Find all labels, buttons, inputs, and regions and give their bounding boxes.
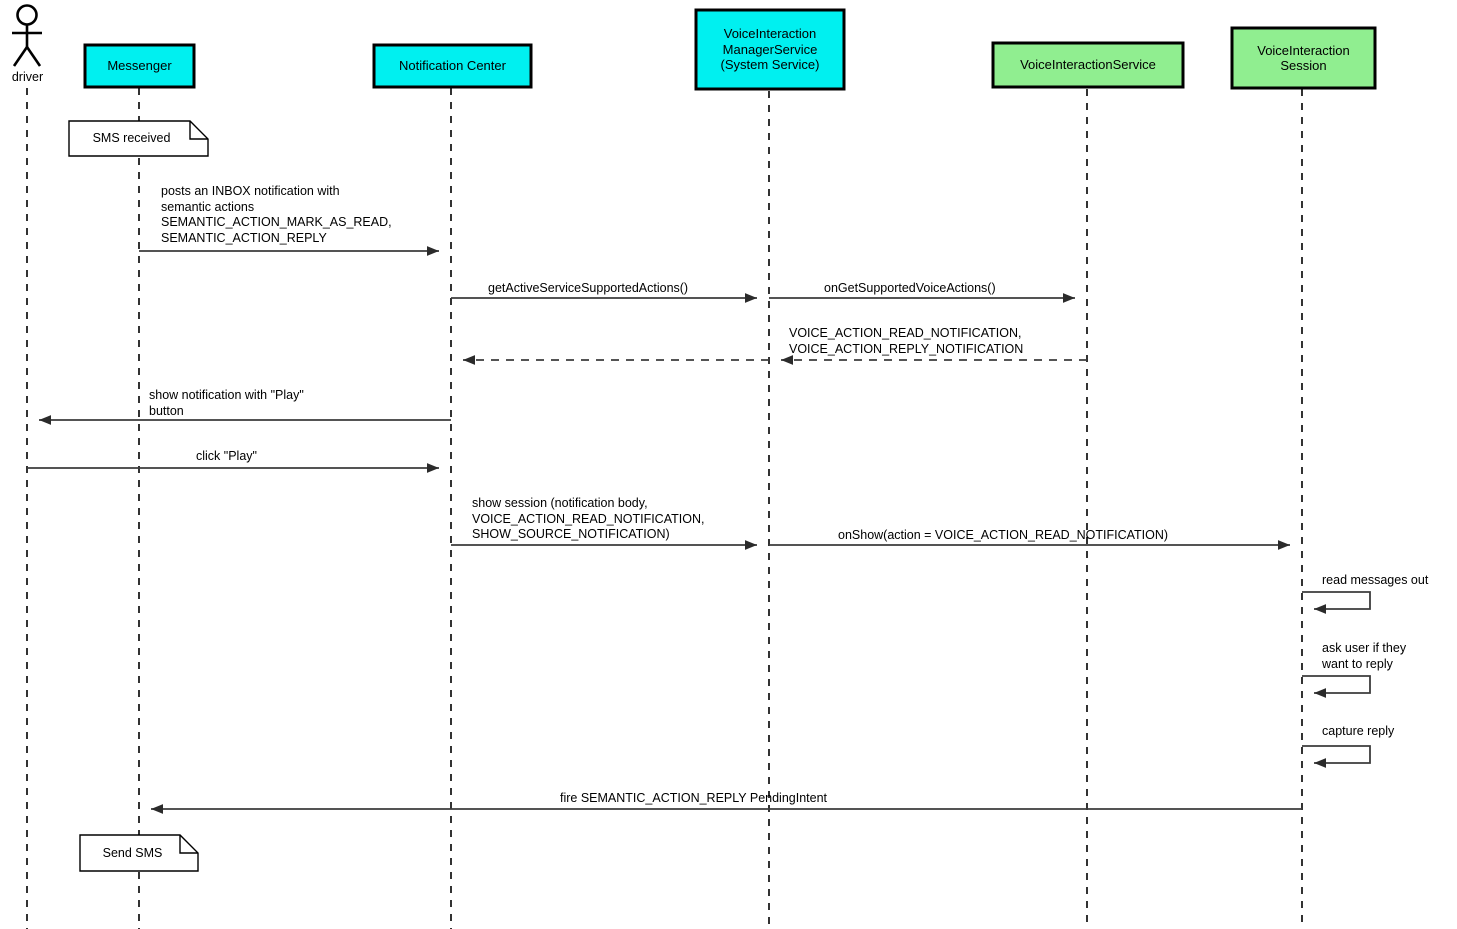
note-label-sms-received: SMS received xyxy=(92,131,171,145)
participant-box-vims xyxy=(694,8,846,91)
lifelines xyxy=(26,88,1303,929)
participant-box-session xyxy=(1230,26,1377,90)
note-label-send-sms: Send SMS xyxy=(102,845,163,860)
arrow-self-read-messages-out xyxy=(1302,591,1371,614)
note-fold-send-sms xyxy=(179,835,198,854)
note-shape-sms-received xyxy=(68,120,209,157)
participant-box-vis xyxy=(991,41,1185,89)
arrow-self-capture-reply xyxy=(1302,745,1371,768)
arrow-self-ask-user-reply xyxy=(1302,675,1371,698)
notes xyxy=(68,120,209,872)
message-arrows xyxy=(27,246,1302,814)
note-shape-send-sms xyxy=(79,834,199,872)
participant-box-notifcenter xyxy=(372,43,533,89)
participant-box-messenger xyxy=(83,43,196,89)
actor-label-driver: driver xyxy=(11,70,44,84)
participant-boxes xyxy=(83,8,1377,91)
note-fold-sms-received xyxy=(189,121,208,140)
self-message-arrows xyxy=(1302,591,1371,768)
actor-driver-figure xyxy=(12,4,42,67)
